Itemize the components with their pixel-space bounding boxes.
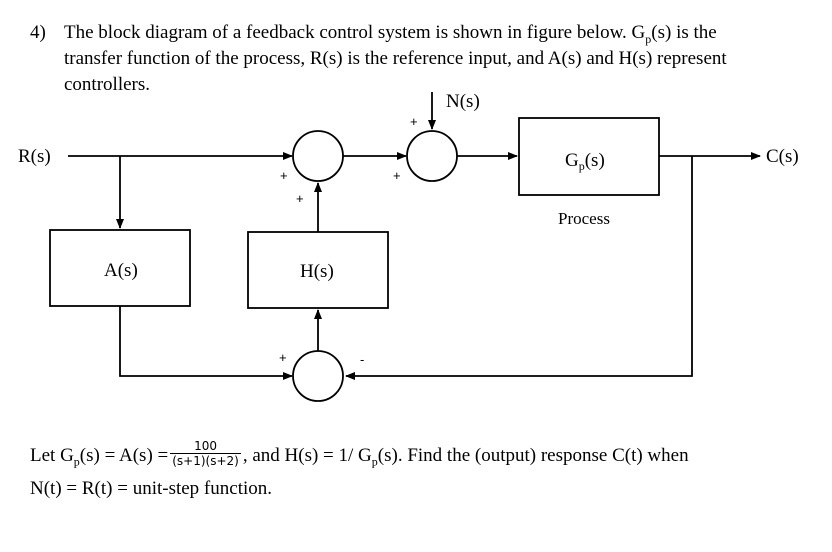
question-number: 4) — [30, 22, 46, 43]
h-definition-text: , and H(s) = 1/ G — [242, 444, 372, 466]
a-output-line — [119, 306, 293, 380]
find-response-text: (s). Find the (output) response C(t) whe… — [377, 444, 689, 466]
equals-text: (s) = A(s) = — [79, 444, 169, 466]
let-text: Let G — [30, 444, 74, 466]
disturbance-label: N(s) — [446, 91, 480, 112]
fraction-numerator: 100 — [194, 439, 217, 453]
sj1-plus-bottom: + — [296, 191, 304, 206]
sj1-plus-left: + — [280, 168, 288, 183]
question-gp-sub: p — [645, 31, 652, 46]
process-caption: Process — [558, 209, 610, 228]
transfer-fraction: 100(s+1)(s+2) — [170, 439, 241, 468]
sj3-plus-left: + — [279, 350, 287, 365]
problem-statement-line-1: Let Gp(s) = A(s) =100(s+1)(s+2), and H(s… — [30, 439, 689, 471]
feedback-path-line — [345, 156, 693, 380]
sj2-plus-top: + — [410, 114, 418, 129]
input-label: R(s) — [18, 146, 51, 167]
process-label: Gp(s) — [565, 150, 605, 173]
summing-junction-2 — [406, 130, 458, 182]
question-line-2: transfer function of the process, R(s) i… — [64, 48, 727, 69]
question-text-1-end: (s) is the — [651, 22, 717, 43]
summing-junction-1 — [292, 130, 344, 182]
summing-junction-3 — [292, 350, 344, 402]
fraction-denominator: (s+1)(s+2) — [170, 453, 241, 468]
a-controller-block — [49, 229, 191, 307]
sj3-minus-right: - — [360, 352, 364, 367]
question-line-1: 4) The block diagram of a feedback contro… — [30, 22, 717, 50]
gp-subscript-2: p — [371, 454, 378, 469]
output-label: C(s) — [766, 146, 799, 167]
question-line-3: controllers. — [64, 74, 151, 95]
a-controller-label: A(s) — [104, 260, 138, 281]
sj2-plus-left: + — [393, 168, 401, 183]
h-controller-label: H(s) — [300, 261, 334, 282]
gp-subscript: p — [73, 454, 80, 469]
question-text-1: The block diagram of a feedback control … — [64, 22, 646, 43]
problem-statement-line-2: N(t) = R(t) = unit-step function. — [30, 478, 272, 499]
